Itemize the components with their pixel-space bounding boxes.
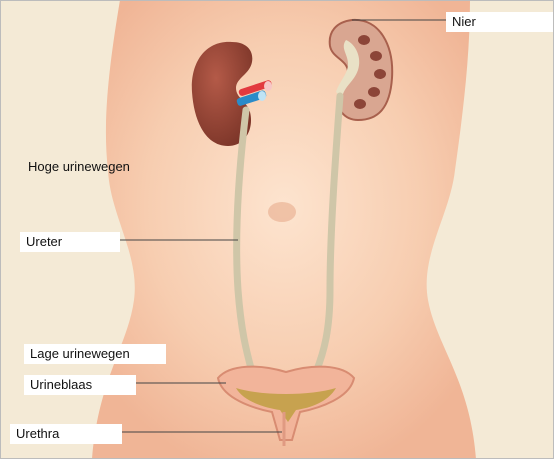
label-nier: Nier — [446, 12, 554, 32]
label-hoge-urinewegen: Hoge urinewegen — [24, 157, 134, 177]
renal-pyramid — [374, 69, 386, 79]
label-ureter: Ureter — [20, 232, 120, 252]
label-lage-urinewegen: Lage urinewegen — [24, 344, 166, 364]
label-urineblaas: Urineblaas — [24, 375, 136, 395]
renal-pyramid — [370, 51, 382, 61]
renal-pyramid — [358, 35, 370, 45]
artery-lumen — [264, 81, 272, 91]
label-urethra: Urethra — [10, 424, 122, 444]
renal-pyramid — [354, 99, 366, 109]
vein-lumen — [258, 91, 266, 101]
renal-pyramid — [368, 87, 380, 97]
navel — [268, 202, 296, 222]
